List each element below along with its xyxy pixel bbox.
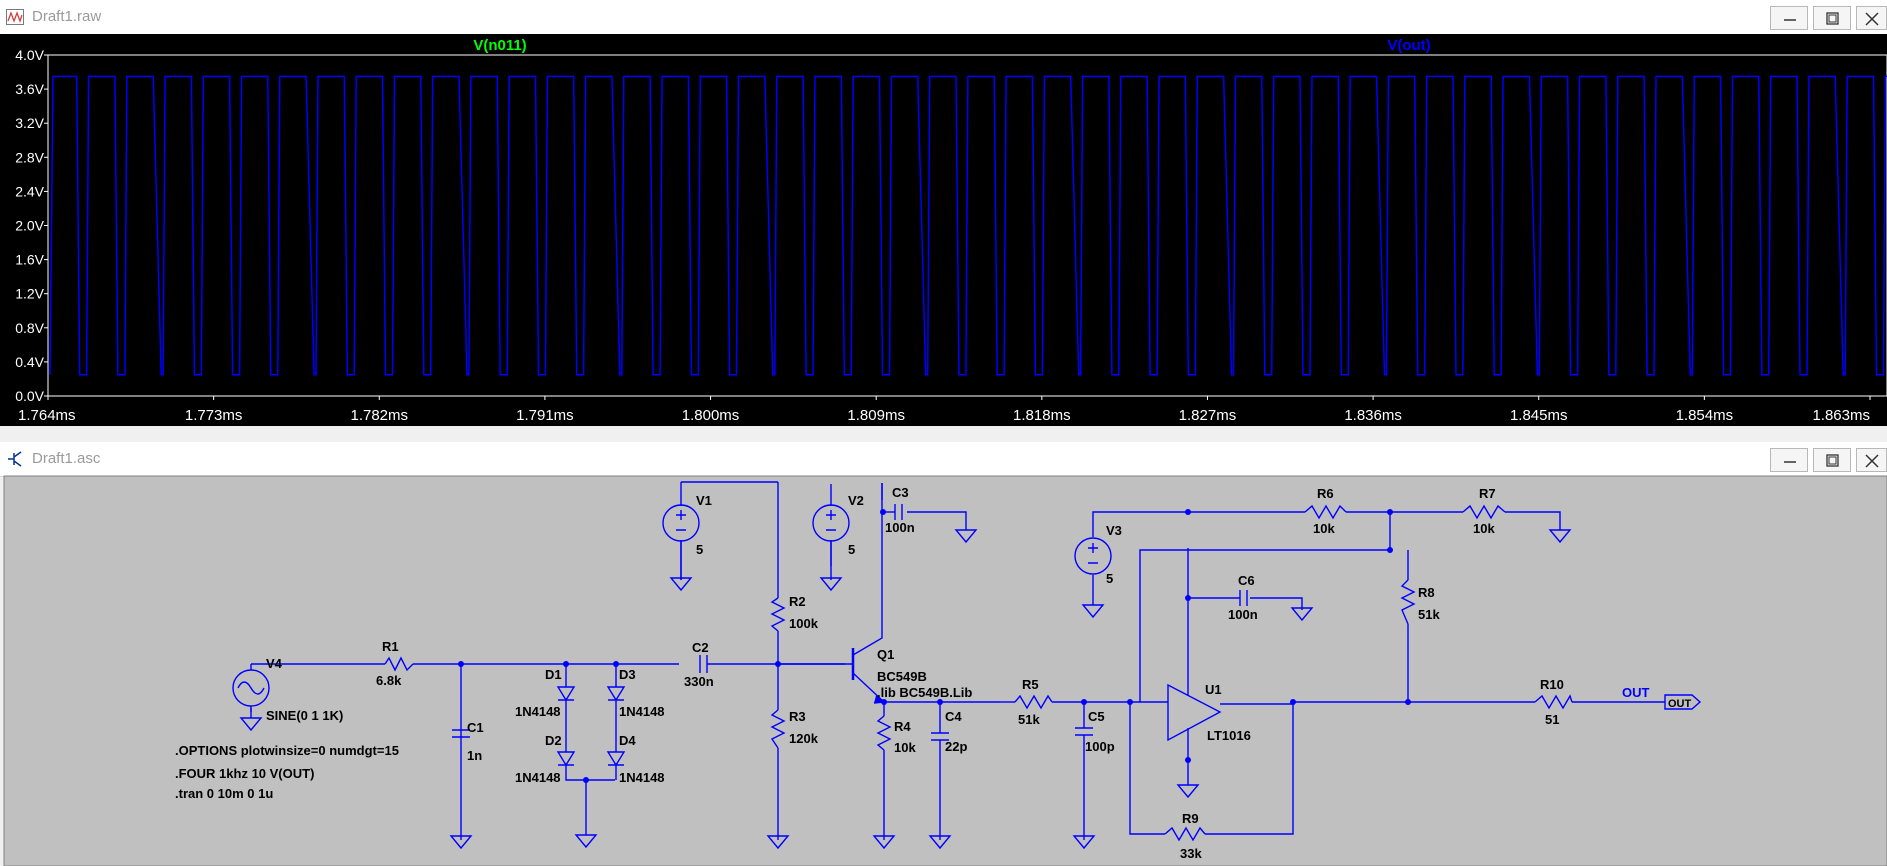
waveform-titlebar[interactable]: Draft1.raw bbox=[0, 0, 1887, 35]
x-tick-label: 1.764ms bbox=[18, 407, 76, 424]
maximize-button[interactable] bbox=[1813, 6, 1851, 30]
schematic-wires bbox=[250, 481, 1665, 840]
x-tick-label: 1.863ms bbox=[1812, 407, 1870, 424]
y-tick-label: 0.0V bbox=[15, 388, 44, 404]
y-axis: 4.0V 3.6V 3.2V 2.8V 2.4V 2.0V 1.6V 1.2V 0.8V 0.4V… bbox=[15, 47, 48, 404]
y-tick-label: 3.2V bbox=[15, 115, 44, 131]
window-separator bbox=[0, 426, 1887, 442]
x-tick-label: 1.782ms bbox=[350, 407, 408, 424]
y-tick-label: 2.8V bbox=[15, 149, 44, 165]
close-button[interactable] bbox=[1856, 448, 1887, 472]
waveform-app-icon bbox=[6, 9, 24, 25]
plot-pane[interactable]: V(n011) V(out) 4.0V 3.6V 3.2V 2.8V 2.4V 2.0V 1… bbox=[0, 34, 1887, 426]
waveform-window-title: Draft1.raw bbox=[32, 8, 102, 25]
waveform-plot[interactable]: V(n011) V(out) 4.0V 3.6V 3.2V 2.8V 2.4V 2.0V 1… bbox=[0, 34, 1887, 426]
y-tick-label: 1.6V bbox=[15, 252, 44, 268]
x-tick-label: 1.854ms bbox=[1676, 407, 1734, 424]
x-tick-label: 1.809ms bbox=[847, 407, 905, 424]
y-tick-label: 4.0V bbox=[15, 47, 44, 63]
y-tick-label: 2.0V bbox=[15, 218, 44, 234]
y-tick-label: 0.8V bbox=[15, 320, 44, 336]
x-tick-label: 1.827ms bbox=[1179, 407, 1237, 424]
minimize-button[interactable] bbox=[1770, 448, 1808, 472]
y-tick-label: 3.6V bbox=[15, 81, 44, 97]
x-tick-label: 1.836ms bbox=[1344, 407, 1402, 424]
x-axis: 1.764ms 1.773ms 1.782ms 1.791ms 1.800ms 1.809… bbox=[18, 396, 1871, 424]
close-button[interactable] bbox=[1856, 6, 1887, 30]
x-tick-label: 1.818ms bbox=[1013, 407, 1071, 424]
schematic-window-title: Draft1.asc bbox=[32, 450, 101, 467]
schematic-titlebar[interactable]: Draft1.asc bbox=[0, 442, 1887, 477]
maximize-button[interactable] bbox=[1813, 448, 1851, 472]
trace-label-vn011[interactable]: V(n011) bbox=[473, 37, 526, 54]
minimize-button[interactable] bbox=[1770, 6, 1808, 30]
x-tick-label: 1.845ms bbox=[1510, 407, 1568, 424]
schematic-background[interactable] bbox=[3, 475, 1887, 866]
x-tick-label: 1.800ms bbox=[682, 407, 740, 424]
schematic-app-icon bbox=[8, 451, 22, 467]
y-tick-label: 1.2V bbox=[15, 286, 44, 302]
x-tick-label: 1.773ms bbox=[185, 407, 243, 424]
trace-vout bbox=[49, 75, 1887, 376]
trace-label-vout[interactable]: V(out) bbox=[1387, 37, 1430, 54]
x-tick-label: 1.791ms bbox=[516, 407, 574, 424]
y-tick-label: 0.4V bbox=[15, 354, 44, 370]
y-tick-label: 2.4V bbox=[15, 183, 44, 199]
waveform-window: Draft1.raw V(n011) V(out) 4.0V 3.6V 3.2V 2.… bbox=[0, 0, 1887, 426]
